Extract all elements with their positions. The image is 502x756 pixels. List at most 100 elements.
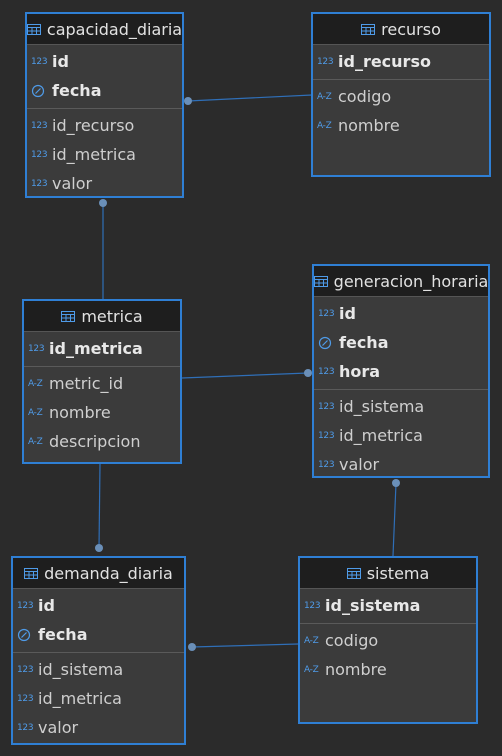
number-type-icon: 123 bbox=[31, 120, 48, 131]
number-type-icon: 123 bbox=[17, 664, 34, 675]
column-name: nombre bbox=[338, 116, 400, 135]
columns-section: 123 id_recurso 123 id_metrica 123 valor bbox=[27, 109, 182, 201]
column-name: fecha bbox=[339, 333, 389, 352]
column-name: valor bbox=[38, 718, 79, 737]
column-row[interactable]: 123 id bbox=[27, 47, 182, 76]
table-header[interactable]: recurso bbox=[313, 14, 489, 45]
column-name: codigo bbox=[338, 87, 392, 106]
table-header[interactable]: demanda_diaria bbox=[13, 558, 184, 589]
number-type-icon: 123 bbox=[28, 343, 45, 354]
table-header[interactable]: generacion_horaria bbox=[313, 266, 489, 297]
column-name: id_metrica bbox=[49, 339, 143, 358]
number-type-icon: 123 bbox=[318, 308, 335, 319]
text-type-icon: A-Z bbox=[28, 378, 43, 389]
column-row[interactable]: 123 id_metrica bbox=[24, 334, 180, 363]
column-row[interactable]: 123 id_sistema bbox=[300, 591, 476, 620]
number-type-icon: 123 bbox=[318, 459, 335, 470]
table-name: generacion_horaria bbox=[333, 271, 489, 291]
column-row[interactable]: 123 valor bbox=[27, 169, 182, 198]
pk-section: 123 id fecha 123 hora bbox=[314, 297, 488, 390]
number-type-icon: 123 bbox=[317, 56, 334, 67]
number-type-icon: 123 bbox=[17, 600, 34, 611]
column-name: id_recurso bbox=[338, 52, 431, 71]
table-header[interactable]: sistema bbox=[300, 558, 476, 589]
column-name: id_sistema bbox=[339, 397, 425, 416]
pk-section: 123 id_sistema bbox=[300, 589, 476, 624]
column-row[interactable]: A-Z codigo bbox=[313, 82, 489, 111]
column-row[interactable]: A-Z nombre bbox=[300, 655, 476, 684]
table-demanda-diaria[interactable]: demanda_diaria 123 id fecha 123 id_siste… bbox=[11, 556, 186, 745]
column-row[interactable]: A-Z codigo bbox=[300, 626, 476, 655]
table-capacidad-diaria[interactable]: capacidad_diaria 123 id fecha 123 id_rec… bbox=[25, 12, 184, 198]
pk-section: 123 id fecha bbox=[27, 45, 182, 109]
number-type-icon: 123 bbox=[318, 366, 335, 377]
column-row[interactable]: 123 id_metrica bbox=[27, 140, 182, 169]
number-type-icon: 123 bbox=[17, 693, 34, 704]
table-generacion-horaria[interactable]: generacion_horaria 123 id fecha 123 hora… bbox=[312, 264, 490, 478]
table-header[interactable]: metrica bbox=[24, 301, 180, 332]
column-row[interactable]: 123 id_sistema bbox=[13, 655, 184, 684]
relationship-end-capacidad-recurso bbox=[184, 97, 192, 105]
column-name: id bbox=[339, 304, 356, 323]
text-type-icon: A-Z bbox=[28, 407, 43, 418]
column-name: nombre bbox=[49, 403, 111, 422]
relationship-metrica-generacion bbox=[181, 372, 309, 379]
column-row[interactable]: 123 id_recurso bbox=[27, 111, 182, 140]
table-header[interactable]: capacidad_diaria bbox=[26, 14, 183, 45]
text-type-icon: A-Z bbox=[304, 664, 319, 675]
relationship-end-metrica-generacion bbox=[304, 369, 312, 377]
column-row[interactable]: 123 id_recurso bbox=[313, 47, 489, 76]
column-name: id_recurso bbox=[52, 116, 135, 135]
column-row[interactable]: 123 id bbox=[13, 591, 184, 620]
table-name: capacidad_diaria bbox=[46, 19, 183, 39]
number-type-icon: 123 bbox=[304, 600, 321, 611]
column-row[interactable]: fecha bbox=[314, 328, 488, 357]
relationship-end-metrica-demanda bbox=[95, 544, 103, 552]
column-name: id_metrica bbox=[38, 689, 122, 708]
column-row[interactable]: A-Z nombre bbox=[24, 398, 180, 427]
column-row[interactable]: A-Z metric_id bbox=[24, 369, 180, 398]
column-name: fecha bbox=[52, 81, 102, 100]
table-icon bbox=[361, 23, 376, 35]
column-name: id_sistema bbox=[325, 596, 421, 615]
relationship-generacion-sistema bbox=[392, 482, 397, 557]
pk-section: 123 id fecha bbox=[13, 589, 184, 653]
column-name: id_metrica bbox=[52, 145, 136, 164]
table-icon bbox=[346, 567, 361, 579]
column-row[interactable]: 123 id_sistema bbox=[314, 392, 488, 421]
relationship-metrica-demanda bbox=[98, 463, 101, 549]
column-row[interactable]: A-Z nombre bbox=[313, 111, 489, 140]
column-name: id bbox=[38, 596, 55, 615]
column-row[interactable]: 123 valor bbox=[314, 450, 488, 479]
table-sistema[interactable]: sistema 123 id_sistema A-Z codigo A-Z no… bbox=[298, 556, 478, 724]
clock-icon bbox=[17, 628, 35, 642]
column-name: id_metrica bbox=[339, 426, 423, 445]
text-type-icon: A-Z bbox=[304, 635, 319, 646]
number-type-icon: 123 bbox=[31, 56, 48, 67]
column-row[interactable]: fecha bbox=[13, 620, 184, 649]
column-row[interactable]: fecha bbox=[27, 76, 182, 105]
table-icon bbox=[313, 275, 328, 287]
columns-section: 123 id_sistema 123 id_metrica 123 valor bbox=[314, 390, 488, 482]
column-row[interactable]: A-Z descripcion bbox=[24, 427, 180, 456]
pk-section: 123 id_recurso bbox=[313, 45, 489, 80]
column-name: hora bbox=[339, 362, 381, 381]
column-row[interactable]: 123 id bbox=[314, 299, 488, 328]
text-type-icon: A-Z bbox=[317, 91, 332, 102]
number-type-icon: 123 bbox=[17, 722, 34, 733]
column-row[interactable]: 123 id_metrica bbox=[13, 684, 184, 713]
table-metrica[interactable]: metrica 123 id_metrica A-Z metric_id A-Z… bbox=[22, 299, 182, 464]
number-type-icon: 123 bbox=[31, 178, 48, 189]
column-row[interactable]: 123 id_metrica bbox=[314, 421, 488, 450]
column-row[interactable]: 123 valor bbox=[13, 713, 184, 742]
columns-section: A-Z codigo A-Z nombre bbox=[300, 624, 476, 687]
pk-section: 123 id_metrica bbox=[24, 332, 180, 367]
column-name: metric_id bbox=[49, 374, 124, 393]
number-type-icon: 123 bbox=[318, 401, 335, 412]
table-name: demanda_diaria bbox=[44, 563, 173, 583]
column-row[interactable]: 123 hora bbox=[314, 357, 488, 386]
table-recurso[interactable]: recurso 123 id_recurso A-Z codigo A-Z no… bbox=[311, 12, 491, 177]
clock-icon bbox=[31, 84, 49, 98]
table-icon bbox=[61, 310, 76, 322]
